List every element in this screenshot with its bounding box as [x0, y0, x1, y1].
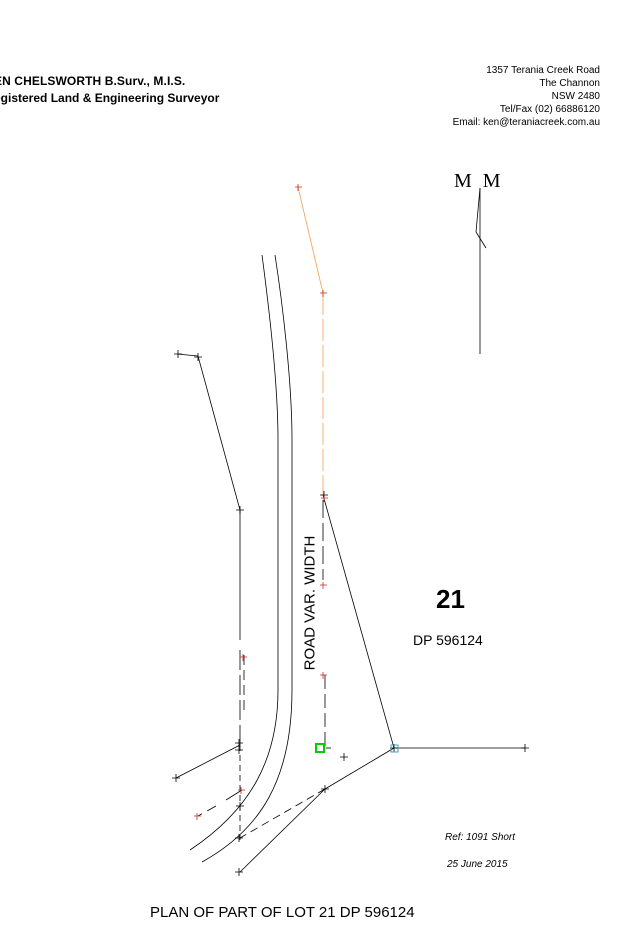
north-arrow — [475, 187, 487, 354]
lot-dp-label: DP 596124 — [413, 632, 483, 648]
cyan-marker — [390, 744, 399, 753]
address-state: NSW 2480 — [551, 91, 600, 102]
date-label: 25 June 2015 — [447, 859, 508, 870]
road-edges — [189, 254, 293, 863]
address-street: 1357 Terania Creek Road — [486, 65, 600, 76]
lot-number: 21 — [436, 584, 465, 614]
address-block: 1357 Terania Creek Road The Channon NSW … — [453, 64, 600, 129]
address-phone: Tel/Fax (02) 66886120 — [499, 104, 600, 115]
survey-marks — [172, 350, 529, 876]
reference-label: Ref: 1091 Short — [445, 832, 516, 843]
north-arrow-stroke — [475, 187, 481, 233]
company-name: EN CHELSWORTH B.Surv., M.I.S. — [0, 74, 186, 88]
lot-boundary — [239, 494, 525, 873]
address-town: The Channon — [539, 78, 600, 89]
company-subtitle: egistered Land & Engineering Surveyor — [0, 91, 220, 105]
red-marks — [194, 184, 328, 820]
address-email: Email: ken@teraniacreek.com.au — [452, 117, 600, 128]
road-edge-west — [189, 254, 279, 851]
road-label: ROAD VAR. WIDTH — [301, 535, 319, 671]
orange-line — [297, 186, 324, 495]
green-marker — [315, 743, 325, 753]
west-boundary — [175, 353, 245, 840]
plan-title: PLAN OF PART OF LOT 21 DP 596124 — [150, 904, 415, 921]
north-arrow-label: M M — [454, 170, 504, 192]
north-arrow-stroke — [475, 231, 487, 249]
road-edge-east — [201, 254, 293, 863]
